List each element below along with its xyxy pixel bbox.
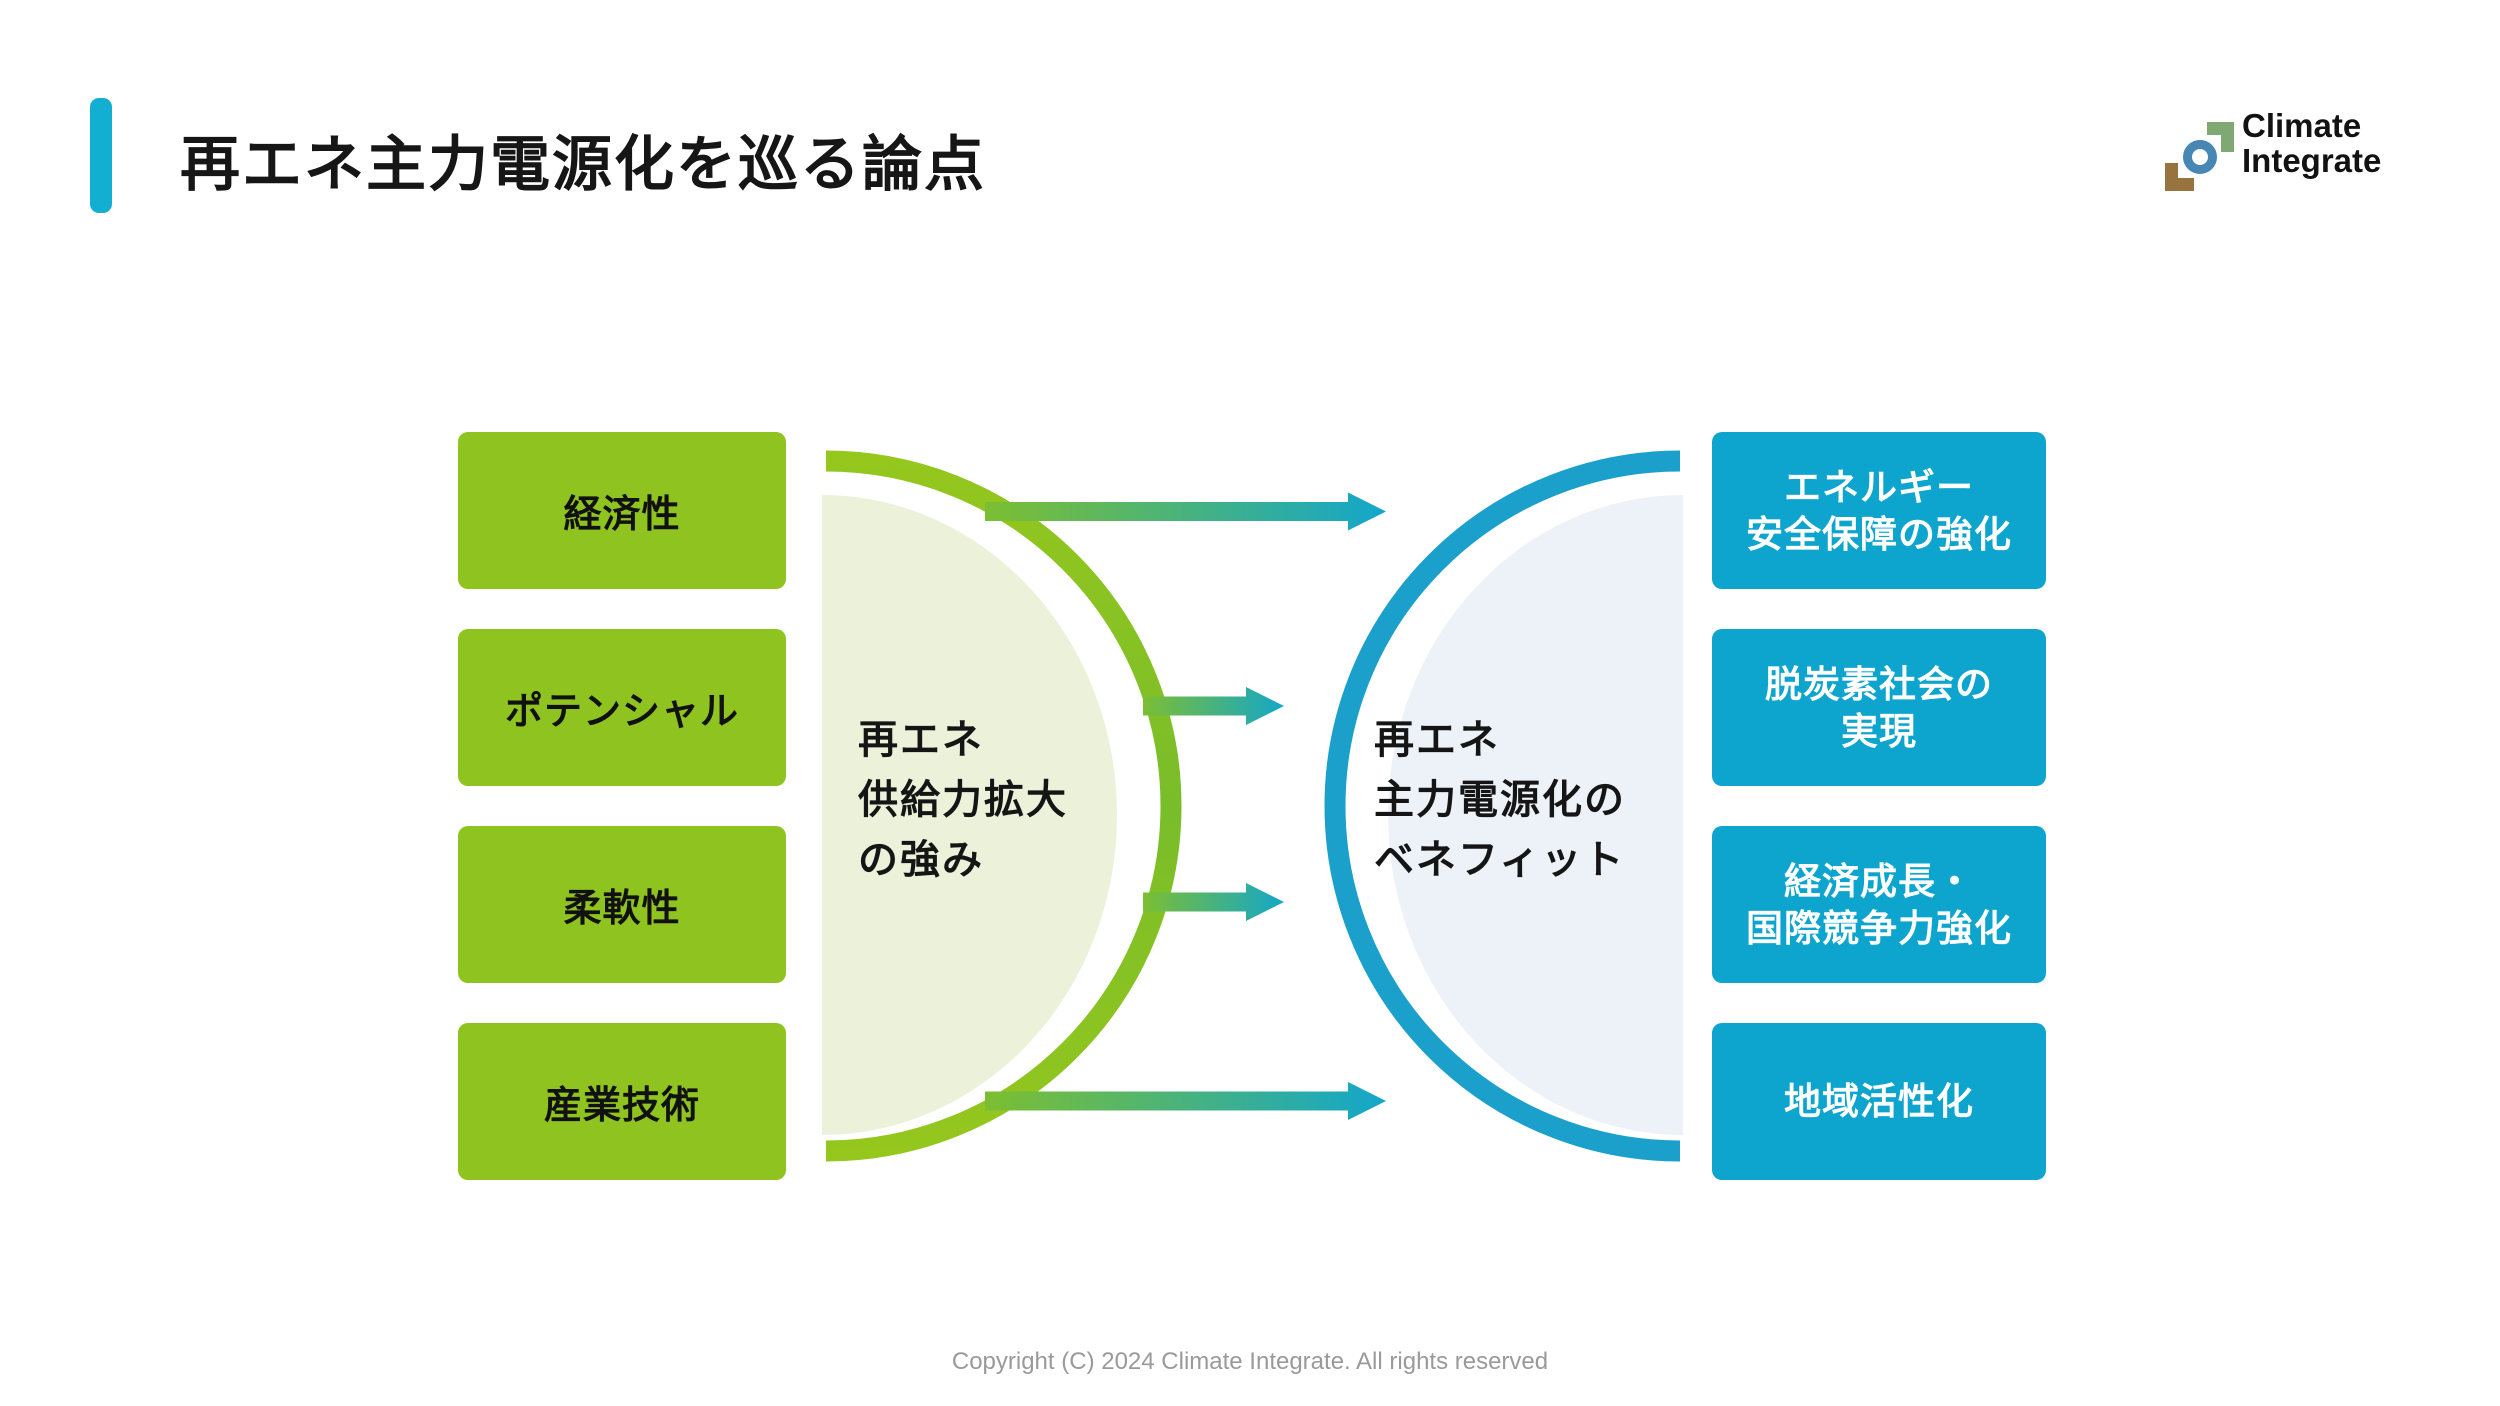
right-box-line: 実現 (1841, 710, 1917, 752)
title-accent-bar (90, 98, 112, 213)
logo-word-line2: Integrate (2242, 142, 2382, 179)
right-box-line: 地域活性化 (1784, 1081, 1974, 1122)
arrow-1-icon (985, 492, 1386, 531)
right-box-energy-security: エネルギー 安全保障の強化 (1712, 432, 2046, 589)
copyright-text: Copyright (C) 2024 Climate Integrate. Al… (951, 1348, 1549, 1375)
right-circle-line: 再エネ (1374, 718, 1500, 762)
left-circle-line: 供給力拡大 (858, 778, 1068, 822)
right-box-economic-growth: 経済成長・ 国際競争力強化 (1712, 826, 2046, 983)
right-box-regional-revitalization: 地域活性化 (1712, 1023, 2046, 1180)
left-box-potential: ポテンシャル (458, 629, 786, 786)
logo-wordmark: Climate Integrate (2242, 108, 2381, 178)
right-box-line: エネルギー (1784, 466, 1974, 508)
left-box-label: 柔軟性 (563, 888, 681, 930)
left-circle-label: 再エネ 供給力拡大 の強み (858, 710, 1068, 890)
right-circle-label: 再エネ 主力電源化の ベネフィット (1374, 710, 1626, 890)
arrow-3-icon (1143, 883, 1284, 921)
logo-ring-icon (2183, 140, 2217, 174)
left-box-economics: 経済性 (458, 432, 786, 589)
right-box-line: 安全保障の強化 (1746, 513, 2012, 555)
left-box-label: ポテンシャル (504, 691, 739, 733)
left-box-industrial-technology: 産業技術 (458, 1023, 786, 1180)
left-box-label: 経済性 (563, 494, 681, 536)
left-circle-line: の強み (858, 838, 984, 882)
arrow-2-icon (1143, 687, 1284, 725)
right-box-line: 脱炭素社会の (1765, 663, 1993, 705)
right-box-line: 国際競争力強化 (1746, 907, 2012, 949)
left-box-label: 産業技術 (543, 1085, 700, 1127)
left-circle-line: 再エネ (858, 718, 984, 762)
climate-integrate-logo: Climate Integrate (2160, 100, 2460, 210)
right-circle-arc (1324, 450, 1681, 1162)
right-circle-line: 主力電源化の (1374, 778, 1626, 822)
page-title: 再エネ主力電源化を巡る論点 (180, 131, 986, 198)
arrow-4-icon (985, 1082, 1386, 1120)
logo-mark-icon (2160, 100, 2240, 200)
right-circle-line: ベネフィット (1374, 838, 1626, 882)
logo-brown-corner-icon (2165, 178, 2194, 191)
logo-word-line1: Climate (2242, 107, 2362, 144)
left-box-flexibility: 柔軟性 (458, 826, 786, 983)
right-box-line: 経済成長・ (1784, 860, 1974, 902)
logo-green-corner-icon (2221, 122, 2234, 152)
right-circle-fill (1388, 495, 1683, 1135)
right-box-decarbonized-society: 脱炭素社会の 実現 (1712, 629, 2046, 786)
left-circle-fill (822, 495, 1117, 1135)
